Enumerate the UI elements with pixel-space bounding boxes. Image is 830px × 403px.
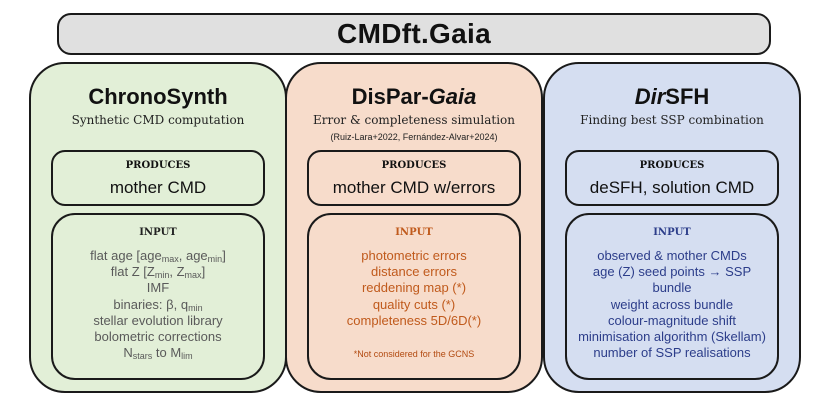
panel-subtitle: Error & completeness simulation: [312, 113, 516, 127]
input-heading: INPUT: [139, 227, 177, 238]
input-item: number of SSP realisations: [593, 345, 751, 361]
produces-box: PRODUCES mother CMD w/errors: [307, 150, 521, 206]
input-item: Nstars to Mlim: [123, 345, 193, 362]
input-item: completeness 5D/6D(*): [346, 312, 482, 328]
panel-title: DisPar-Gaia: [287, 84, 541, 110]
input-item: age (Z) seed points → SSP: [592, 264, 752, 280]
input-item: reddening map (*): [361, 280, 467, 296]
panel-title-part1: DisPar-: [351, 84, 429, 109]
panel-reference: (Ruiz-Lara+2022, Fernández-Alvar+2024): [330, 132, 498, 142]
input-heading: INPUT: [395, 227, 433, 238]
produces-value: mother CMD: [109, 178, 207, 197]
main-title: CMDft.Gaia: [337, 18, 491, 49]
input-item: quality cuts (*): [372, 296, 456, 312]
input-item: weight across bundle: [610, 296, 734, 312]
panel-chronosynth: ChronoSynth Synthetic CMD computation PR…: [29, 62, 287, 393]
footnote: *Not considered for the GCNS: [353, 349, 475, 359]
panel-dirsfh: DirSFH Finding best SSP combination PROD…: [543, 62, 801, 393]
input-item: distance errors: [371, 264, 457, 280]
input-box: INPUT flat age [agemax, agemin]flat Z [Z…: [51, 213, 265, 380]
produces-value: mother CMD w/errors: [332, 178, 496, 197]
input-item: minimisation algorithm (Skellam): [578, 329, 766, 345]
input-item: stellar evolution library: [93, 312, 223, 328]
produces-heading: PRODUCES: [125, 160, 191, 171]
input-item: binaries: β, qmin: [113, 296, 203, 313]
input-list: flat age [agemax, agemin]flat Z [Zmin, Z…: [53, 248, 263, 361]
panel-title-part1: Dir: [634, 84, 666, 109]
panel-title: ChronoSynth: [88, 84, 228, 109]
input-heading: INPUT: [653, 227, 691, 238]
input-item: photometric errors: [361, 248, 467, 263]
input-item: flat Z [Zmin, Zmax]: [110, 264, 206, 281]
panel-subtitle: Finding best SSP combination: [580, 113, 764, 127]
main-title-box: CMDft.Gaia: [57, 13, 771, 55]
produces-box: PRODUCES mother CMD: [51, 150, 265, 206]
panel-title: DirSFH: [545, 84, 799, 110]
input-item: flat age [agemax, agemin]: [90, 248, 226, 264]
input-item: IMF: [146, 280, 170, 296]
panel-title-part2: SFH: [665, 84, 710, 109]
produces-heading: PRODUCES: [381, 160, 447, 171]
input-item: colour-magnitude shift: [608, 312, 736, 328]
input-item: observed & mother CMDs: [597, 248, 747, 263]
produces-box: PRODUCES deSFH, solution CMD: [565, 150, 779, 206]
panel-dispar-gaia: DisPar-Gaia Error & completeness simulat…: [285, 62, 543, 393]
input-item: bundle: [652, 280, 692, 296]
panel-subtitle: Synthetic CMD computation: [71, 113, 245, 127]
produces-value: deSFH, solution CMD: [589, 178, 755, 197]
produces-heading: PRODUCES: [639, 160, 705, 171]
panel-title-part2: Gaia: [428, 84, 477, 109]
input-item: bolometric corrections: [94, 329, 222, 345]
